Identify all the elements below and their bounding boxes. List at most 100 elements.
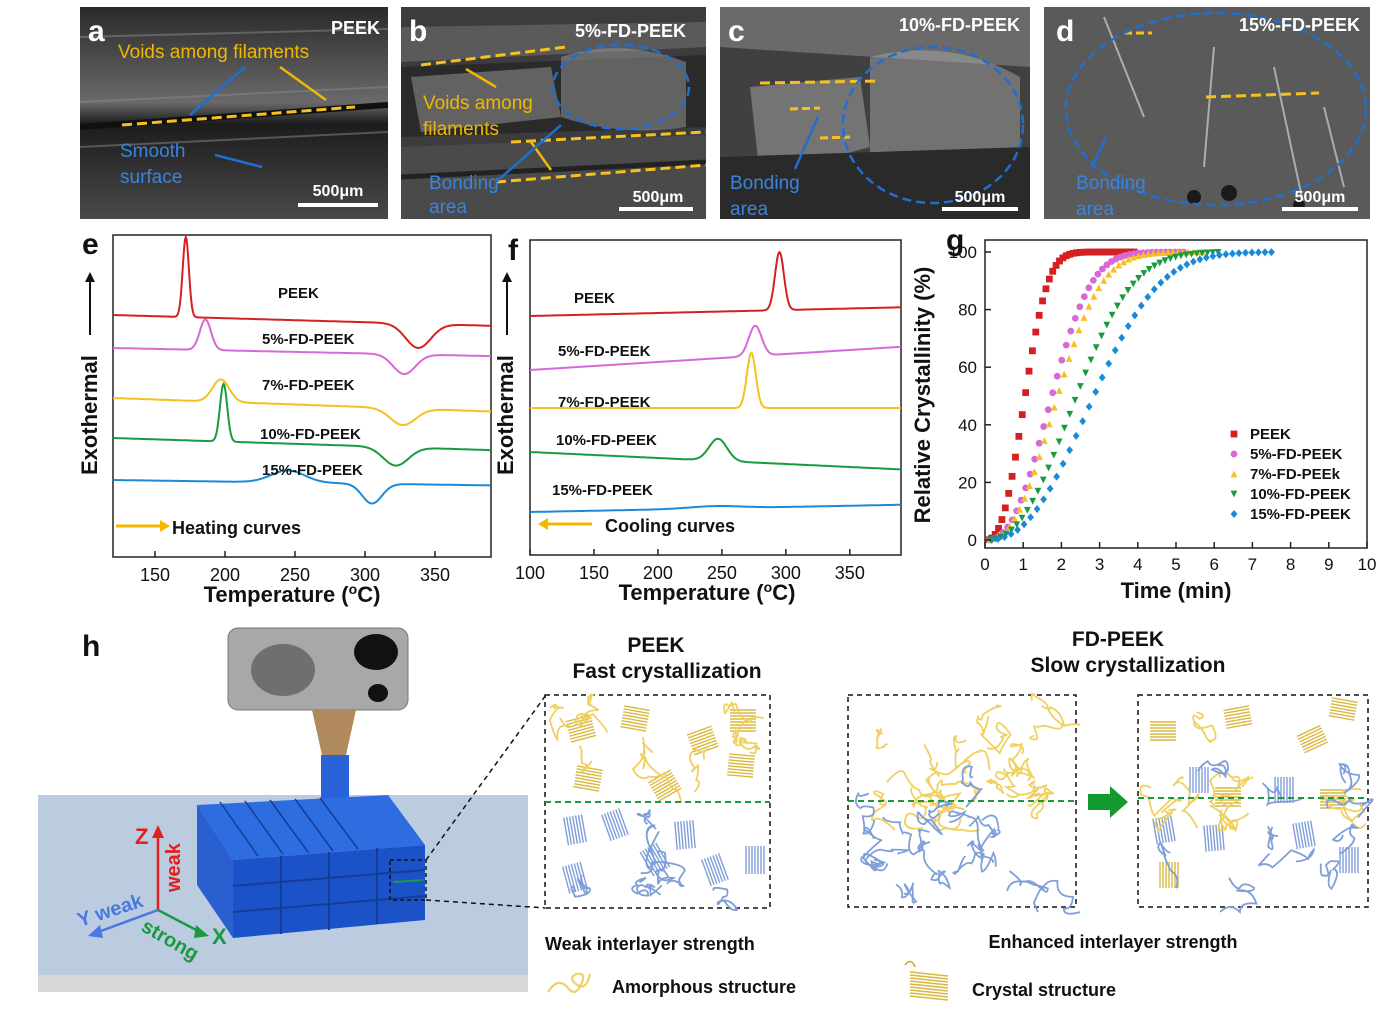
chart-g-point-s1-22 <box>1080 293 1088 301</box>
chart-e-xtick-label-150: 150 <box>140 565 170 585</box>
fd2-amorphous-yellow-3 <box>1321 787 1362 810</box>
fd2-amorphous-blue-5 <box>1157 840 1179 889</box>
chart-g-point-s1-17 <box>1058 356 1066 364</box>
chart-g-point-s3-15 <box>1061 424 1068 432</box>
chart-g-legend-label-2: 7%-FD-PEEk <box>1250 466 1341 483</box>
fd1-amorphous-blue-15 <box>916 811 944 836</box>
chart-g-point-s0-21 <box>1052 261 1060 269</box>
peek-amorphous-top-7 <box>738 737 761 755</box>
chart-g-point-s4-2 <box>994 534 1002 543</box>
fd1-amorphous-yellow-9 <box>979 721 1012 755</box>
sem-b-title: 5%-FD-PEEK <box>575 21 686 41</box>
chart-g-point-s3-23 <box>1103 321 1111 329</box>
fd1-amorphous-blue-12 <box>980 827 998 873</box>
chart-f-yarrowhead <box>502 272 512 282</box>
chart-g-point-s0-4 <box>995 524 1002 532</box>
chart-g-point-s1-13 <box>1040 423 1048 430</box>
fd2-crystal-blue-4 <box>1292 820 1316 850</box>
chart-g-point-s4-38 <box>1229 249 1236 258</box>
sem-b-scalebar: 500μm <box>633 189 684 206</box>
chart-g-legend-label-3: 10%-FD-PEEK <box>1250 486 1351 503</box>
chart-g-xtick-label-7: 7 <box>1248 555 1257 574</box>
chart-g-point-s2-14 <box>1050 403 1058 411</box>
fd1-amorphous-blue-13 <box>855 792 876 835</box>
zoom-line-bottom <box>425 899 547 909</box>
chart-g-point-s3-39 <box>1188 250 1195 258</box>
fd2-crystal-yellow-3 <box>1328 697 1358 721</box>
sem-image-a: Voids among filaments Smooth surface a P… <box>80 7 388 219</box>
chart-g-xtick-label-1: 1 <box>1018 555 1027 574</box>
fd2-amorphous-blue-7 <box>1319 860 1340 890</box>
chart-g-point-s4-7 <box>1027 513 1034 522</box>
chart-g-point-s1-24 <box>1089 276 1097 284</box>
chart-g-xlabel: Time (min) <box>1121 578 1232 603</box>
panel-letter-f: f <box>508 234 519 267</box>
chart-g-point-s4-16 <box>1085 402 1093 411</box>
fd1-amorphous-blue-17 <box>930 869 952 891</box>
chart-g-point-s2-17 <box>1065 355 1073 362</box>
fd1-amorphous-blue-11 <box>968 814 1001 838</box>
chart-g-point-s2-7 <box>1016 505 1024 513</box>
chart-g-point-s2-32 <box>1139 251 1147 259</box>
peek-amorphous-bottom-7 <box>645 824 660 870</box>
fd2-amorphous-yellow-0 <box>1218 809 1239 833</box>
chart-e-xtick-label-200: 200 <box>210 565 240 585</box>
crystal-legend-icon <box>904 960 949 1001</box>
fd2-amorphous-yellow-5 <box>1154 808 1177 833</box>
chart-e-frame <box>112 234 492 558</box>
chart-g-point-s3-41 <box>1198 249 1206 257</box>
fd1-amorphous-blue-3 <box>960 765 984 808</box>
chart-g-point-s4-17 <box>1092 387 1100 396</box>
fd1-amorphous-yellow-3 <box>886 770 941 809</box>
chart-g-point-s0-18 <box>1042 285 1050 293</box>
chart-g-point-s2-23 <box>1095 284 1103 292</box>
chart-g-point-s2-31 <box>1135 252 1142 260</box>
chart-g-point-s3-33 <box>1156 259 1164 267</box>
fd2-crystal-blue-2 <box>1152 815 1176 845</box>
chart-f-frame <box>529 239 902 556</box>
peek-subtitle: Fast crystallization <box>572 660 761 683</box>
fd-title: FD-PEEK <box>1072 628 1164 651</box>
fd1-amorphous-blue-14 <box>1008 870 1049 913</box>
chart-g-point-s0-11 <box>1018 411 1026 418</box>
chart-g-point-s2-6 <box>1011 515 1019 522</box>
chart-g-point-s2-36 <box>1159 249 1167 256</box>
chart-g-point-s4-43 <box>1261 248 1269 257</box>
chart-g-ytick-label-0: 0 <box>968 531 977 550</box>
peek-crystal-bottom-5 <box>745 846 765 874</box>
fd1-amorphous-blue-16 <box>917 828 931 853</box>
chart-g-legend-label-4: 15%-FD-PEEK <box>1250 506 1351 523</box>
fd-subtitle: Slow crystallization <box>1031 654 1226 677</box>
panel-letter-h: h <box>82 630 100 663</box>
chart-g-ytick-label-20: 20 <box>958 473 977 492</box>
chart-g-point-s4-25 <box>1144 292 1152 301</box>
panel-letter-g: g <box>946 224 964 257</box>
chart-g-point-s4-19 <box>1105 359 1113 368</box>
chart-g-point-s1-11 <box>1031 455 1039 463</box>
chart-g-point-s4-24 <box>1137 301 1145 310</box>
peek-structure-box <box>544 693 771 912</box>
chart-e-curve-7-fd-peek <box>113 378 491 427</box>
fd2-amorphous-yellow-7 <box>1192 711 1217 744</box>
peek-title: PEEK <box>627 634 684 657</box>
zoom-line-top <box>425 694 547 861</box>
axis-x-arrowhead <box>194 925 209 938</box>
crystal-legend-line-4 <box>909 983 949 989</box>
sem-a-title: PEEK <box>331 18 380 38</box>
chart-g-point-s3-21 <box>1092 344 1100 352</box>
peek-amorphous-bottom-0 <box>569 874 591 898</box>
fd1-amorphous-yellow-15 <box>1010 742 1032 782</box>
chart-g-point-s3-28 <box>1129 280 1137 288</box>
fd2-amorphous-blue-0 <box>1257 846 1316 869</box>
chart-g-point-s4-31 <box>1183 260 1191 269</box>
chart-f-xtick-label-100: 100 <box>515 563 545 583</box>
chart-g-point-s3-24 <box>1108 311 1116 319</box>
crystal-legend-line-2 <box>909 977 949 983</box>
chart-g-point-s1-14 <box>1044 406 1052 414</box>
chart-g-point-s4-41 <box>1248 248 1256 257</box>
chart-g-point-s4-12 <box>1059 459 1067 468</box>
chart-g-point-s2-10 <box>1031 468 1038 475</box>
